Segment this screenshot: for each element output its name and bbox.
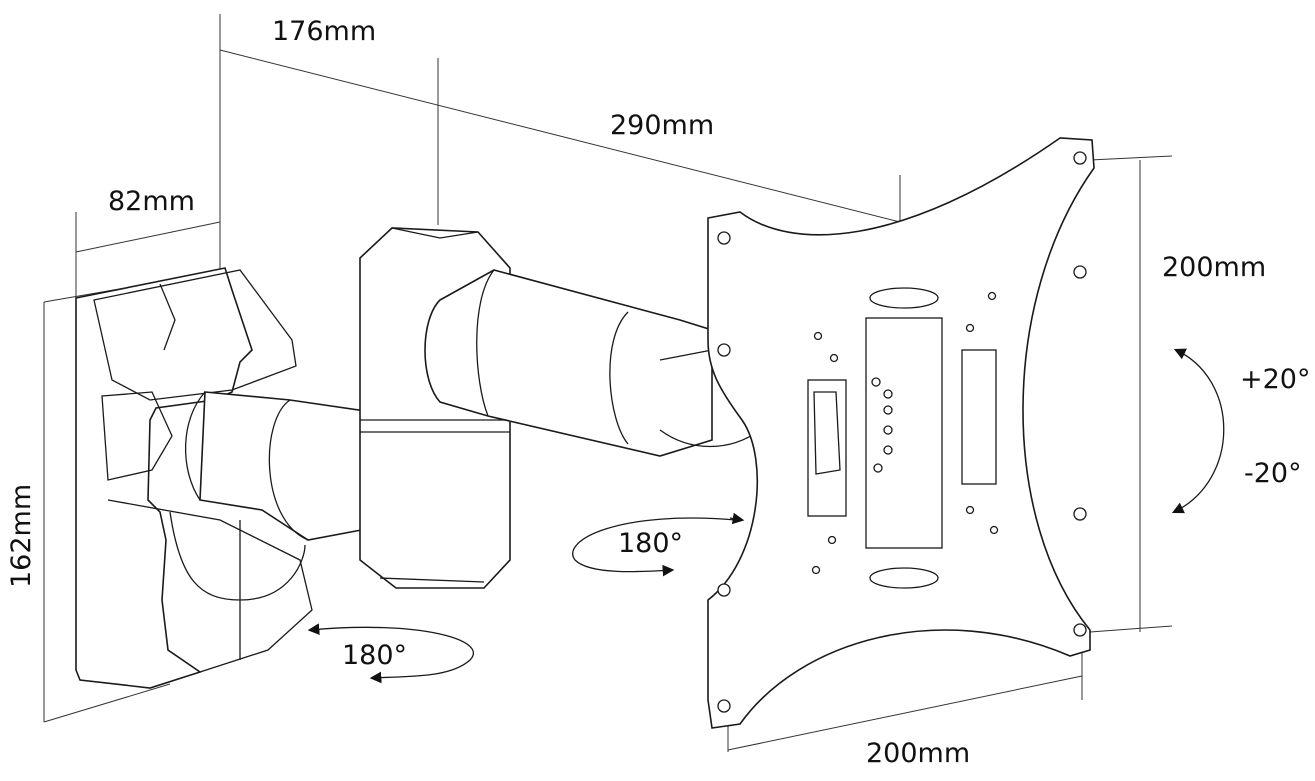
small-hole-f [989, 525, 999, 535]
bottom-slot [869, 567, 939, 589]
wall-bracket-mid [101, 391, 173, 481]
label-swivel-plate: 180° [618, 528, 683, 559]
first-arm-end [184, 391, 206, 501]
second-arm-seam-left [476, 269, 495, 417]
wall-plate [75, 267, 313, 689]
first-arm-curve [268, 399, 309, 541]
label-wall-depth: 82mm [108, 186, 195, 217]
tilt-frame [865, 317, 943, 549]
tilt-slot [961, 349, 997, 485]
first-arm-body [199, 391, 373, 541]
dimension-line-290mm [219, 49, 901, 223]
labels: 176mm 290mm 82mm 200mm 200mm 162mm +20° … [6, 16, 1310, 769]
label-tilt-up: +20° [1240, 364, 1310, 395]
label-tilt-down: -20° [1244, 458, 1302, 489]
top-slot [869, 287, 939, 309]
wall-bracket-lower [107, 499, 313, 673]
mount-hole-right-lower [1073, 507, 1087, 521]
vesa-plate [707, 137, 1095, 729]
label-vesa-vertical: 200mm [1162, 252, 1266, 283]
small-hole-h [811, 565, 821, 575]
dimension-line-200mm-horizontal [727, 675, 1083, 751]
extension-line-200v-bottom [1089, 625, 1173, 633]
dimension-line-82mm [75, 221, 221, 253]
mount-hole-bottom-left [717, 699, 731, 713]
adjust-hole-5 [883, 445, 893, 455]
wall-swivel-arrow [307, 623, 474, 684]
rotation-arrows [307, 348, 1225, 684]
small-hole-a [813, 331, 823, 341]
dimension-lines [43, 14, 1173, 752]
pivot-bottom-rim [379, 577, 485, 583]
wall-plate-body [75, 267, 253, 689]
tilt-arrow [1171, 348, 1225, 514]
small-hole-e [965, 505, 975, 515]
plate-swivel-arrow [572, 517, 737, 577]
mount-hole-left-lower [717, 583, 731, 597]
extension-line-162-bottom [43, 683, 171, 723]
adjust-hole-2 [883, 389, 893, 399]
adjust-hole-4 [883, 425, 893, 435]
adjust-hole-6 [873, 463, 883, 473]
wall-bracket-seam-top [159, 283, 176, 351]
small-hole-c [987, 291, 997, 301]
small-hole-b [829, 353, 839, 363]
mount-hole-bottom-right [1073, 623, 1087, 637]
adjust-hole-3 [883, 405, 893, 415]
mount-hole-top-left [717, 231, 731, 245]
adjust-hole-1 [871, 377, 881, 387]
label-swivel-wall: 180° [342, 640, 407, 671]
mount-hole-top-right [1073, 151, 1087, 165]
first-arm [184, 391, 373, 541]
mount-hole-left-upper [717, 343, 731, 357]
label-arm-length: 290mm [610, 110, 714, 141]
second-arm-bracket [659, 349, 713, 361]
extension-line-200v-top [1089, 155, 1173, 161]
label-arm-offset: 176mm [272, 16, 376, 47]
small-hole-d [965, 323, 975, 333]
label-plate-height: 162mm [6, 484, 37, 588]
mount-hole-right-upper [1073, 265, 1087, 279]
pivot-top-rim [391, 227, 479, 239]
second-arm-seam-right [609, 311, 629, 445]
small-hole-g [827, 535, 837, 545]
label-vesa-horizontal: 200mm [866, 738, 970, 769]
plate-swivel-arrow-start [729, 512, 745, 525]
wall-bracket-top [93, 269, 297, 401]
tilt-lock-knob [813, 391, 841, 475]
